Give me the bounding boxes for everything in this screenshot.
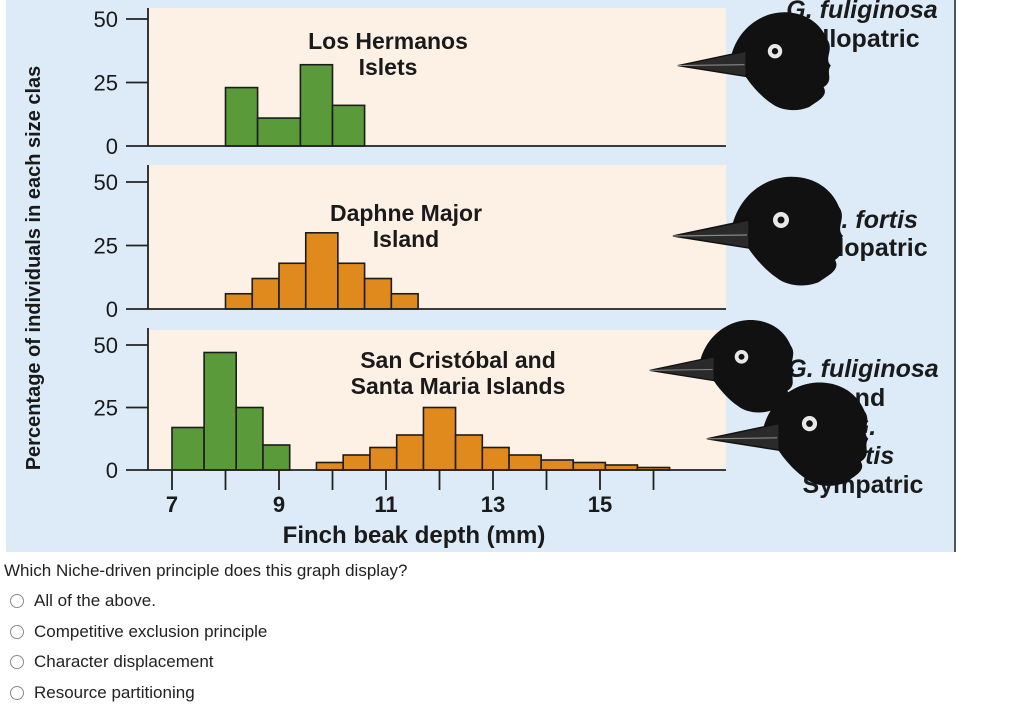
option-competitive-exclusion[interactable]: Competitive exclusion principle [10, 622, 267, 642]
histogram-bar [262, 444, 291, 471]
option-label: Character displacement [34, 652, 214, 671]
x-tick-label: 15 [588, 492, 612, 517]
panel-title: Santa Maria Islands [351, 373, 566, 399]
histogram-bar [390, 292, 419, 310]
y-tick-label: 50 [94, 170, 118, 195]
histogram-bar [256, 117, 302, 147]
option-all-of-the-above[interactable]: All of the above. [10, 591, 156, 611]
panel-background [148, 165, 726, 309]
histogram-bar [299, 63, 334, 147]
histogram-bar [481, 446, 510, 471]
histogram-bar [540, 459, 575, 471]
finch-g-fortis-allopatric [672, 176, 843, 286]
histogram-bar [315, 461, 345, 471]
y-tick-label: 50 [94, 333, 118, 358]
question-text: Which Niche-driven principle does this g… [4, 561, 408, 580]
histogram-bar [251, 277, 280, 310]
finch-beak-line [706, 437, 778, 440]
finch-head-body [762, 382, 869, 486]
histogram-bar [235, 406, 264, 471]
histogram-bar [171, 426, 205, 471]
x-tick-label: 7 [166, 492, 178, 517]
y-tick-label: 25 [94, 234, 118, 259]
finch-beak [677, 50, 747, 78]
histogram-bar [224, 86, 259, 147]
finch-beak [706, 422, 780, 452]
histogram-bar [342, 454, 371, 471]
panel-title: Daphne Major [330, 200, 482, 226]
finch-pupil [777, 216, 785, 224]
option-resource-partitioning[interactable]: Resource partitioning [10, 683, 195, 703]
histogram-bar [454, 434, 484, 471]
finch-head-body [699, 320, 795, 413]
finch-head-body [730, 12, 831, 111]
y-tick-label: 25 [94, 396, 118, 421]
finch-g-fuliginosa-sympatric [649, 320, 795, 413]
y-tick-label: 50 [94, 7, 118, 32]
finch-beak-line [649, 369, 713, 371]
x-axis-title: Finch beak depth (mm) [283, 522, 546, 549]
panel-title: San Cristóbal and [360, 347, 556, 373]
panel-title: Island [373, 226, 439, 252]
x-tick-label: 11 [374, 492, 397, 517]
y-tick-label: 0 [106, 134, 118, 159]
radio-button[interactable] [10, 655, 24, 669]
x-tick-label: 9 [273, 492, 285, 517]
histogram-bar [363, 277, 393, 310]
finch-beak-line [677, 64, 745, 67]
histogram-bar [331, 104, 366, 147]
panel-title: Islets [359, 54, 418, 80]
option-label: Resource partitioning [34, 683, 195, 702]
option-character-displacement[interactable]: Character displacement [10, 652, 214, 672]
finch-pupil [771, 48, 779, 55]
x-tick-label: 13 [481, 492, 505, 517]
histogram-bar [369, 446, 398, 471]
figure-left-margin [0, 0, 6, 552]
radio-button[interactable] [10, 625, 24, 639]
option-label: Competitive exclusion principle [34, 622, 268, 641]
histogram-bar [508, 454, 542, 471]
finch-head-body [731, 176, 843, 286]
species-label: G. fuliginosa [787, 355, 938, 383]
option-label: All of the above. [34, 591, 156, 610]
histogram-bar [224, 292, 254, 310]
histogram-bar [337, 262, 366, 310]
y-tick-label: 25 [94, 71, 118, 96]
histogram-bar [572, 461, 607, 471]
y-tick-label: 0 [106, 297, 118, 322]
panel-title: Los Hermanos [308, 28, 468, 54]
species-label: G. fuliginosa [786, 0, 937, 24]
histogram-bar [395, 434, 425, 471]
finch-beak [672, 219, 750, 249]
y-tick-label: 0 [106, 458, 118, 483]
radio-button[interactable] [10, 686, 24, 700]
finch-beak [649, 356, 715, 382]
finch-beak-line [672, 234, 748, 237]
y-axis-title: Percentage of individuals in each size c… [23, 66, 45, 471]
finch-pupil [738, 353, 745, 360]
finch-g-fortis-sympatric [706, 382, 869, 486]
histogram-bar [304, 232, 339, 310]
histogram-bar [203, 351, 238, 471]
radio-button[interactable] [10, 594, 24, 608]
histogram-bar [278, 262, 307, 310]
histogram-bar [422, 406, 457, 471]
finch-pupil [806, 420, 813, 427]
finch-g-fuliginosa-allopatric [677, 12, 831, 111]
